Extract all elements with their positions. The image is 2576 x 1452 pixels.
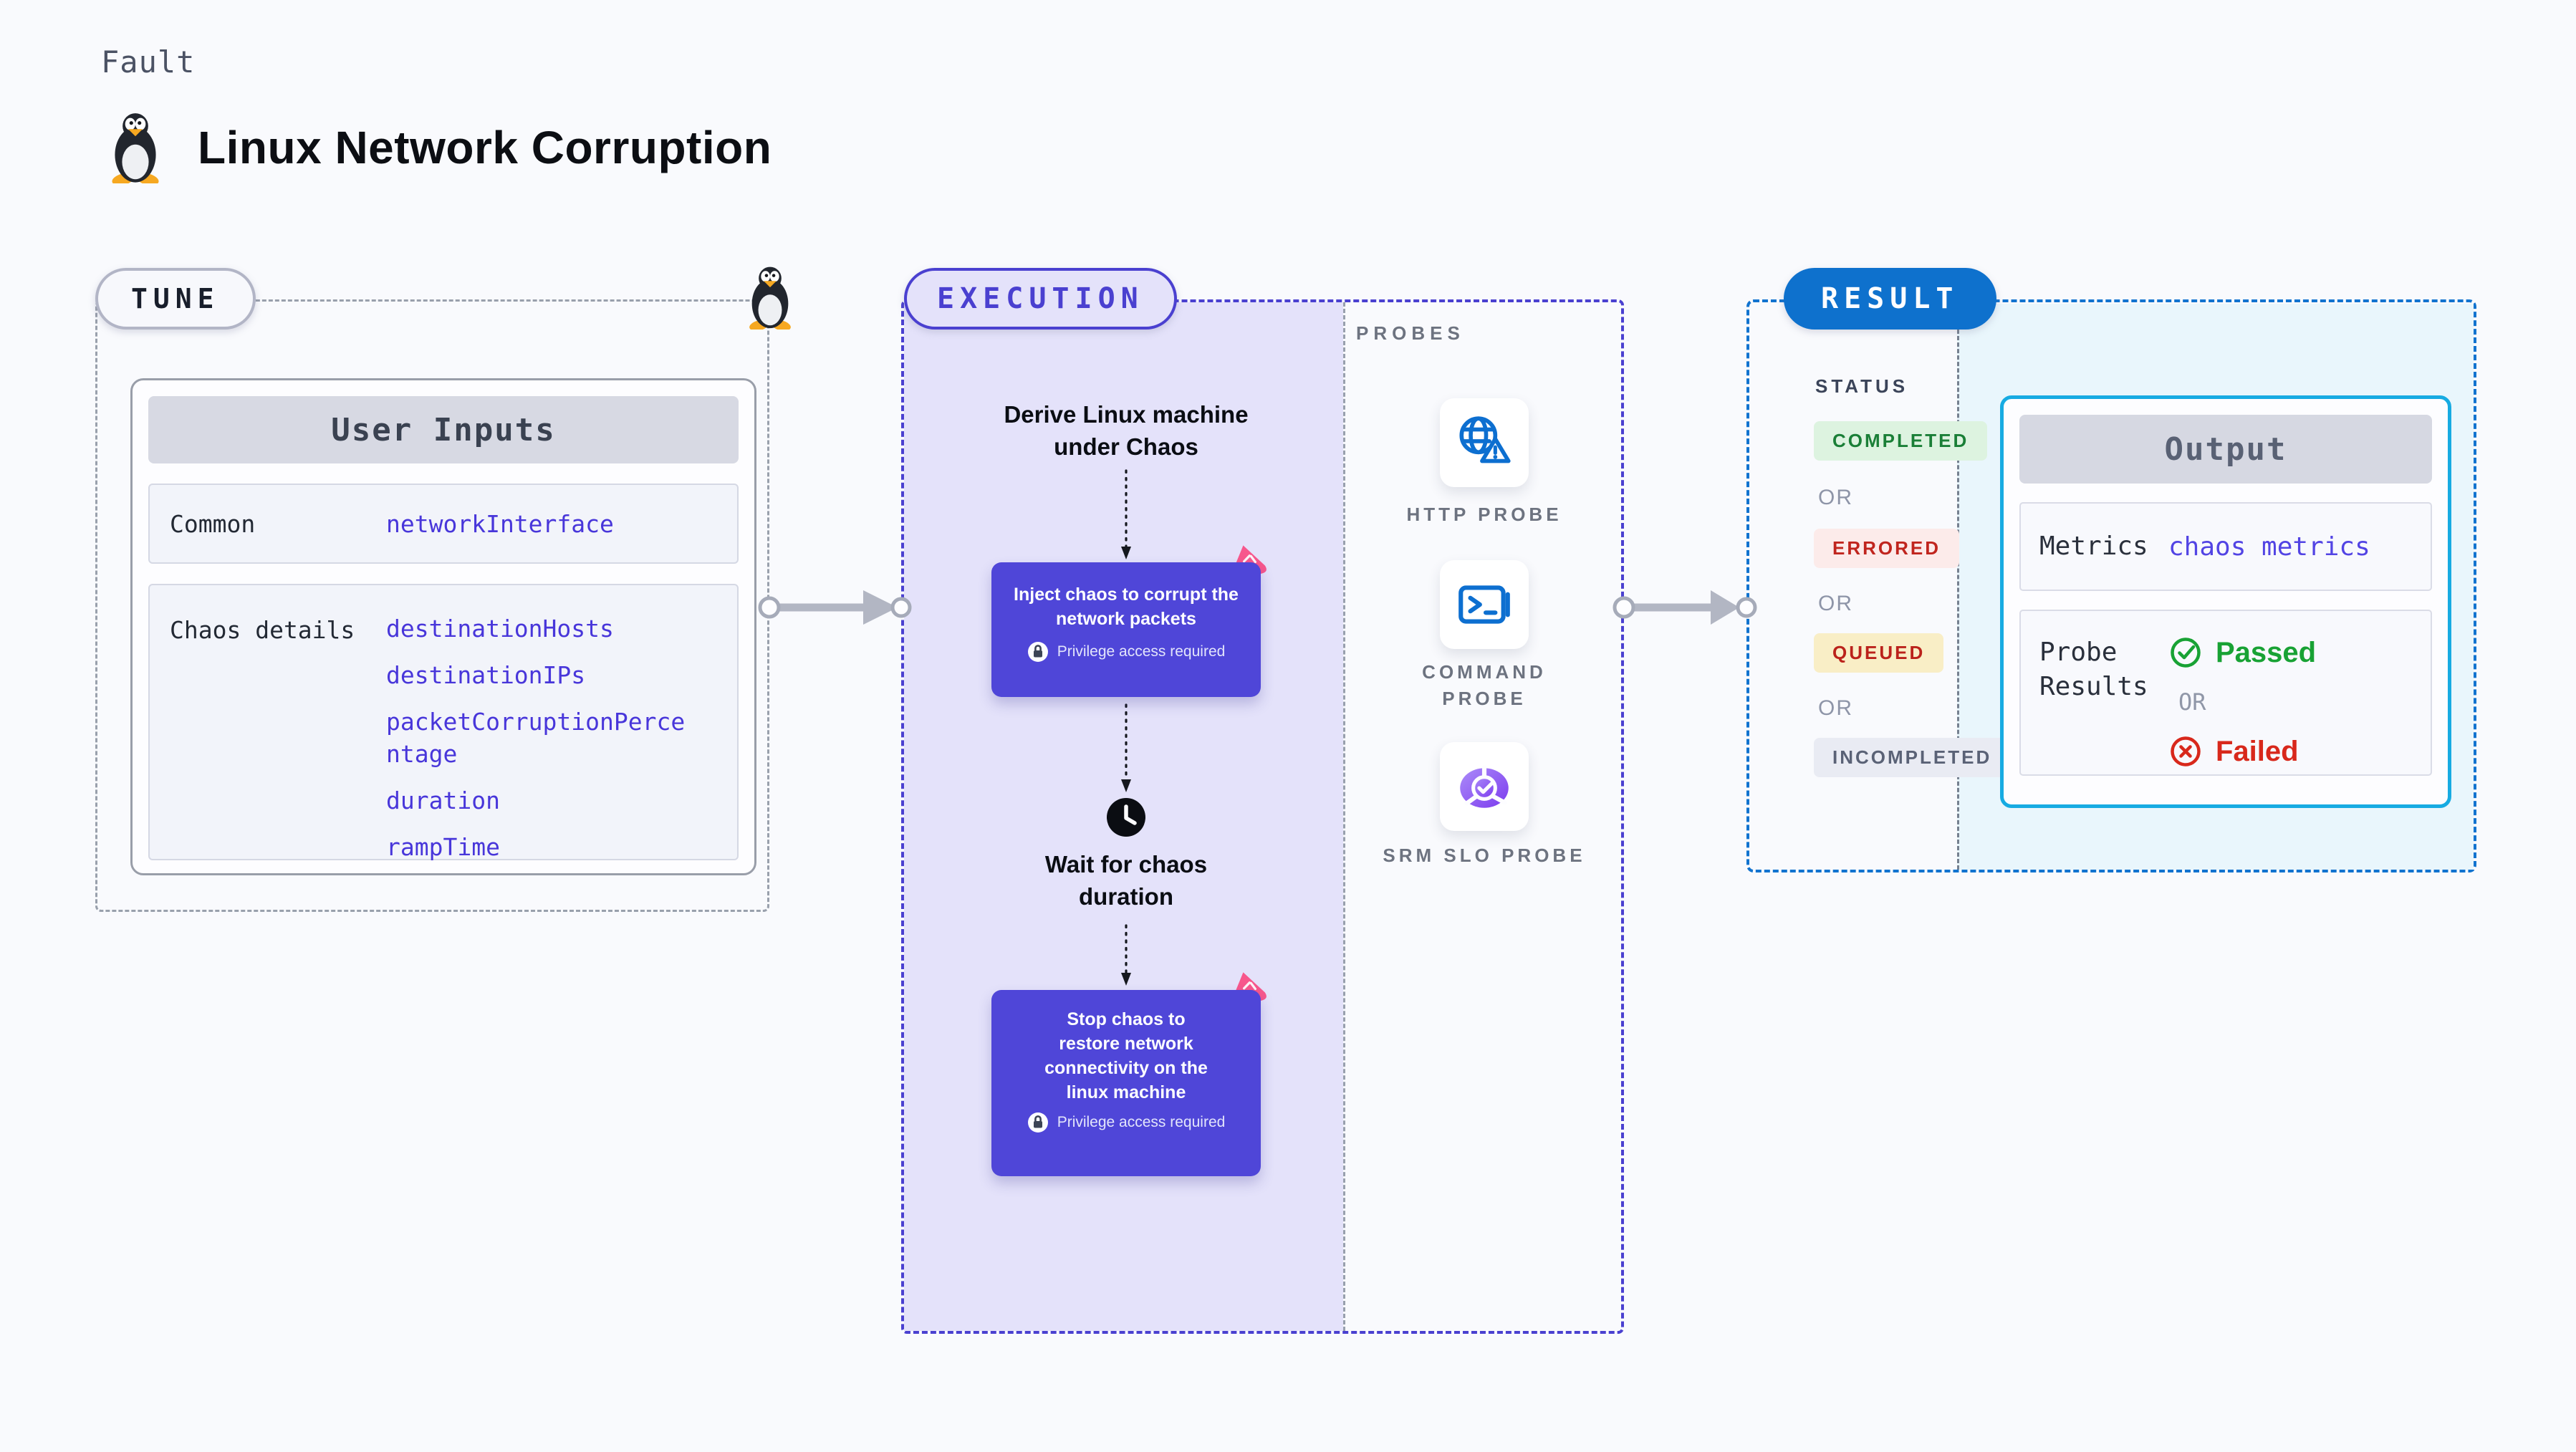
flow-arrow-down-icon bbox=[1121, 924, 1131, 986]
page-title: Linux Network Corruption bbox=[198, 122, 772, 173]
input-value: destinationHosts bbox=[386, 615, 614, 643]
input-value: duration bbox=[386, 787, 500, 814]
globe-alert-icon bbox=[1459, 416, 1511, 463]
step-derive-label: Derive Linux machine under Chaos bbox=[1004, 401, 1249, 460]
status-badge-incompleted: INCOMPLETED bbox=[1814, 738, 2011, 777]
probe-label-srm-slo: SRM SLO PROBE bbox=[1383, 845, 1586, 866]
status-or: OR bbox=[1818, 592, 1853, 615]
failed-label: Failed bbox=[2216, 735, 2299, 767]
result-badge: RESULT bbox=[1784, 268, 1996, 330]
status-badge-queued: QUEUED bbox=[1814, 633, 1944, 673]
tux-penguin-icon-small bbox=[749, 266, 791, 330]
probe-card-http bbox=[1440, 398, 1529, 487]
probe-card-srm-slo bbox=[1440, 742, 1529, 831]
user-inputs-title: User Inputs bbox=[148, 396, 739, 463]
status-badge-errored: ERRORED bbox=[1814, 529, 1960, 568]
probe-results-label: Probe Results bbox=[2039, 638, 2148, 701]
terminal-icon bbox=[1458, 585, 1510, 624]
tune-badge: TUNE bbox=[95, 268, 256, 330]
output-or: OR bbox=[2178, 688, 2206, 716]
probes-label: PROBES bbox=[1356, 322, 1465, 344]
clock-icon bbox=[1107, 798, 1145, 837]
step-inject-label: Inject chaos to corrupt the network pack… bbox=[1014, 585, 1239, 629]
input-value: rampTime bbox=[386, 833, 500, 861]
step-inject-chaos-box: Inject chaos to corrupt the network pack… bbox=[991, 562, 1261, 697]
status-or: OR bbox=[1818, 696, 1853, 720]
lock-icon bbox=[1027, 1112, 1048, 1133]
check-circle-icon bbox=[2171, 638, 2201, 668]
output-row-metrics: Metrics chaos metrics bbox=[2019, 502, 2432, 591]
metrics-value: chaos metrics bbox=[2168, 532, 2370, 562]
status-badge-completed: COMPLETED bbox=[1814, 421, 1988, 461]
flow-arrow-down-icon bbox=[1121, 469, 1131, 559]
metrics-label: Metrics bbox=[2039, 532, 2148, 561]
passed-row: Passed bbox=[2168, 635, 2316, 670]
execution-badge: EXECUTION bbox=[904, 268, 1177, 330]
input-value: destinationIPs bbox=[386, 661, 586, 689]
step-wait-label: Wait for chaos duration bbox=[1044, 851, 1208, 910]
input-row-common: Common networkInterface bbox=[148, 484, 739, 564]
tux-penguin-icon bbox=[112, 113, 159, 183]
output-row-probe-results: Probe Results Passed OR Failed bbox=[2019, 610, 2432, 776]
probe-label-command: COMMAND PROBE bbox=[1422, 661, 1547, 709]
passed-label: Passed bbox=[2216, 636, 2317, 668]
failed-row: Failed bbox=[2168, 734, 2316, 769]
probes-panel bbox=[1343, 302, 1621, 1331]
status-label: STATUS bbox=[1815, 375, 1909, 397]
connector-execution-to-result bbox=[1613, 590, 1757, 625]
probe-card-command bbox=[1440, 560, 1529, 649]
x-circle-icon bbox=[2171, 736, 2201, 766]
step-stop-label: Stop chaos to restore network connectivi… bbox=[1044, 1009, 1208, 1102]
probe-results-values: Passed OR Failed bbox=[2168, 635, 2316, 769]
status-or: OR bbox=[1818, 486, 1853, 509]
input-value: networkInterface bbox=[386, 509, 614, 538]
output-card: Output Metrics chaos metrics Probe Resul… bbox=[2000, 395, 2451, 808]
privilege-note: Privilege access required bbox=[991, 641, 1261, 663]
input-value: packetCorruptionPercentage bbox=[386, 708, 686, 768]
slo-pie-check-icon bbox=[1460, 765, 1509, 808]
step-stop-chaos-box: Stop chaos to restore network connectivi… bbox=[991, 990, 1261, 1176]
connector-tune-to-execution bbox=[758, 590, 912, 625]
user-inputs-card: User Inputs Common networkInterface Chao… bbox=[130, 378, 756, 875]
result-container bbox=[1746, 299, 2476, 872]
privilege-note-text: Privilege access required bbox=[1057, 643, 1226, 660]
fault-kicker: Fault bbox=[101, 44, 196, 80]
output-title: Output bbox=[2019, 415, 2432, 484]
input-row-label: Common bbox=[170, 509, 256, 538]
title-row: Linux Network Corruption bbox=[105, 112, 772, 183]
flow-arrow-down-icon bbox=[1121, 703, 1131, 792]
input-row-label: Chaos details bbox=[170, 616, 355, 644]
privilege-note: Privilege access required bbox=[991, 1112, 1261, 1133]
privilege-note-text: Privilege access required bbox=[1057, 1114, 1226, 1130]
input-row-chaos-details: Chaos details destinationHosts destinati… bbox=[148, 584, 739, 861]
lock-icon bbox=[1027, 642, 1048, 662]
probe-label-http: HTTP PROBE bbox=[1406, 504, 1562, 525]
